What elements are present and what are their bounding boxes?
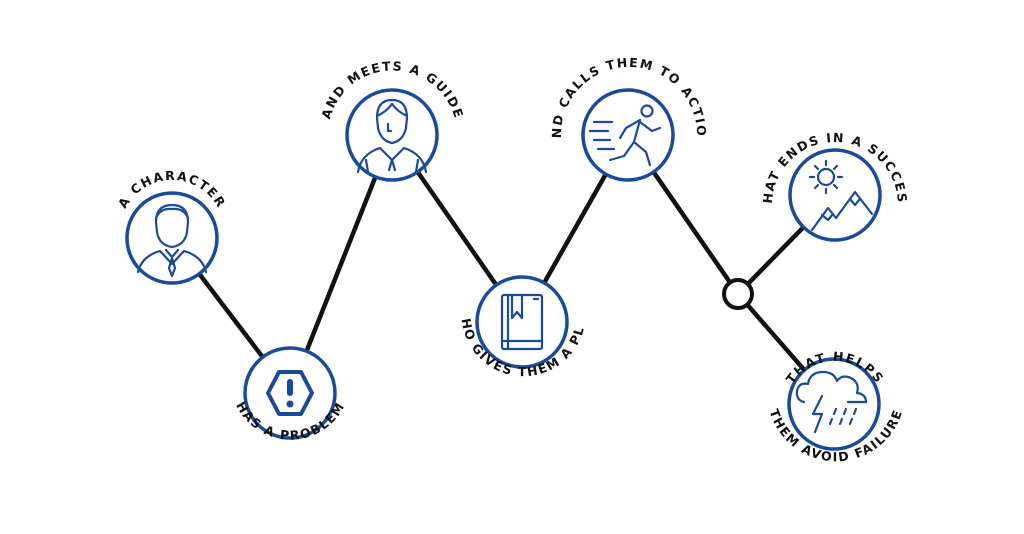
running-man-icon <box>588 104 662 167</box>
node-guide <box>345 88 439 182</box>
warning-hexagon-icon <box>266 370 314 416</box>
node-success <box>788 148 882 242</box>
man-in-suit-icon <box>136 203 208 278</box>
node-plan <box>475 275 569 369</box>
node-character-ring <box>125 191 219 285</box>
node-character <box>125 191 219 285</box>
book-icon <box>500 293 544 351</box>
node-success-ring <box>788 148 882 242</box>
sun-mountain-icon <box>808 159 874 232</box>
storm-cloud-icon <box>795 370 868 434</box>
node-action-ring <box>581 88 675 182</box>
node-plan-ring <box>475 275 569 369</box>
node-guide-ring <box>345 88 439 182</box>
guide-person-icon <box>356 98 428 174</box>
node-failure <box>787 357 881 451</box>
branch-point <box>722 278 754 310</box>
node-problem <box>243 346 337 440</box>
node-action <box>581 88 675 182</box>
